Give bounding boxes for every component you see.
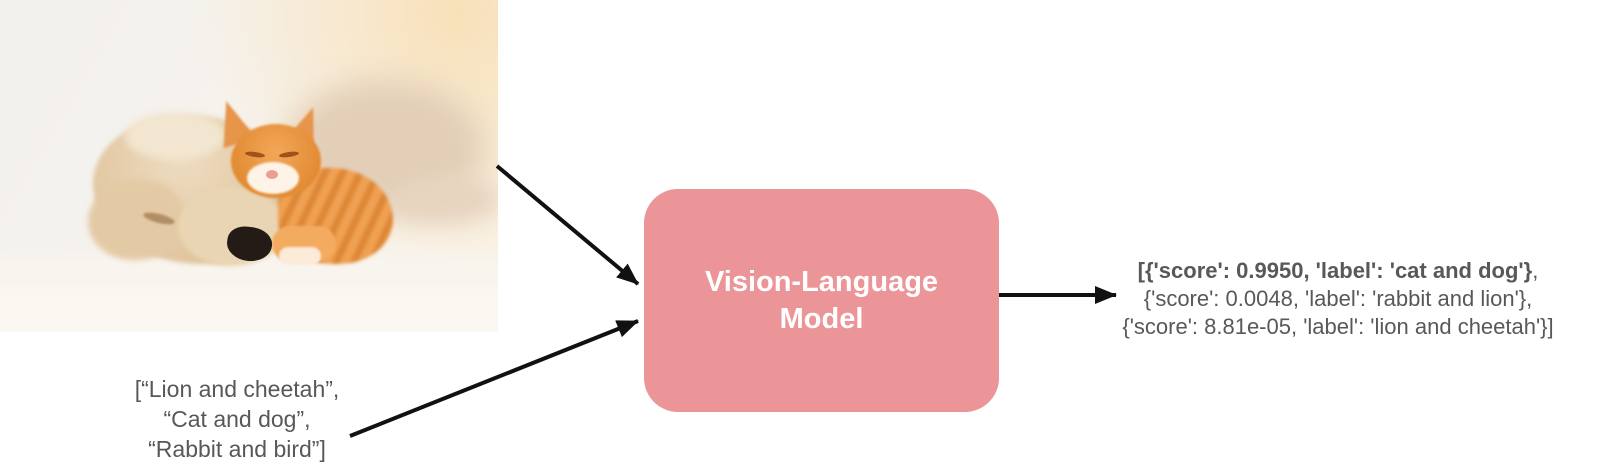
output-score-line-top: [{'score': 0.9950, 'label': 'cat and dog… (1078, 257, 1598, 285)
output-top-score-comma: , (1532, 258, 1539, 283)
puppy-and-kitten-photo (0, 0, 498, 332)
blanket-foreground-shape (0, 288, 498, 332)
image-to-model-arrow-icon (495, 164, 640, 286)
dog-fur-shape (125, 112, 225, 160)
candidate-label-line: “Rabbit and bird”] (148, 436, 326, 462)
model-box-title-line1: Vision-Language (704, 265, 939, 298)
output-top-score: [{'score': 0.9950, 'label': 'cat and dog… (1137, 258, 1533, 283)
candidate-label-line: “Cat and dog”, (163, 406, 311, 432)
output-score-line: {'score': 0.0048, 'label': 'rabbit and l… (1143, 286, 1533, 311)
kitten-nose-shape (266, 170, 278, 179)
vision-language-model-box: Vision-Language Model (644, 189, 999, 412)
dog-leg-shape (390, 175, 498, 225)
kitten-paw-tip-shape (279, 247, 321, 265)
output-score-line: {'score': 8.81e-05, 'label': 'lion and c… (1122, 314, 1554, 339)
text-to-model-arrow-icon (349, 319, 639, 438)
model-output-text: [{'score': 0.9950, 'label': 'cat and dog… (1078, 257, 1598, 341)
model-box-title-line2: Model (779, 302, 864, 335)
candidate-label-line: [“Lion and cheetah”, (134, 376, 340, 402)
candidate-labels-text: [“Lion and cheetah”, “Cat and dog”, “Rab… (77, 374, 397, 464)
